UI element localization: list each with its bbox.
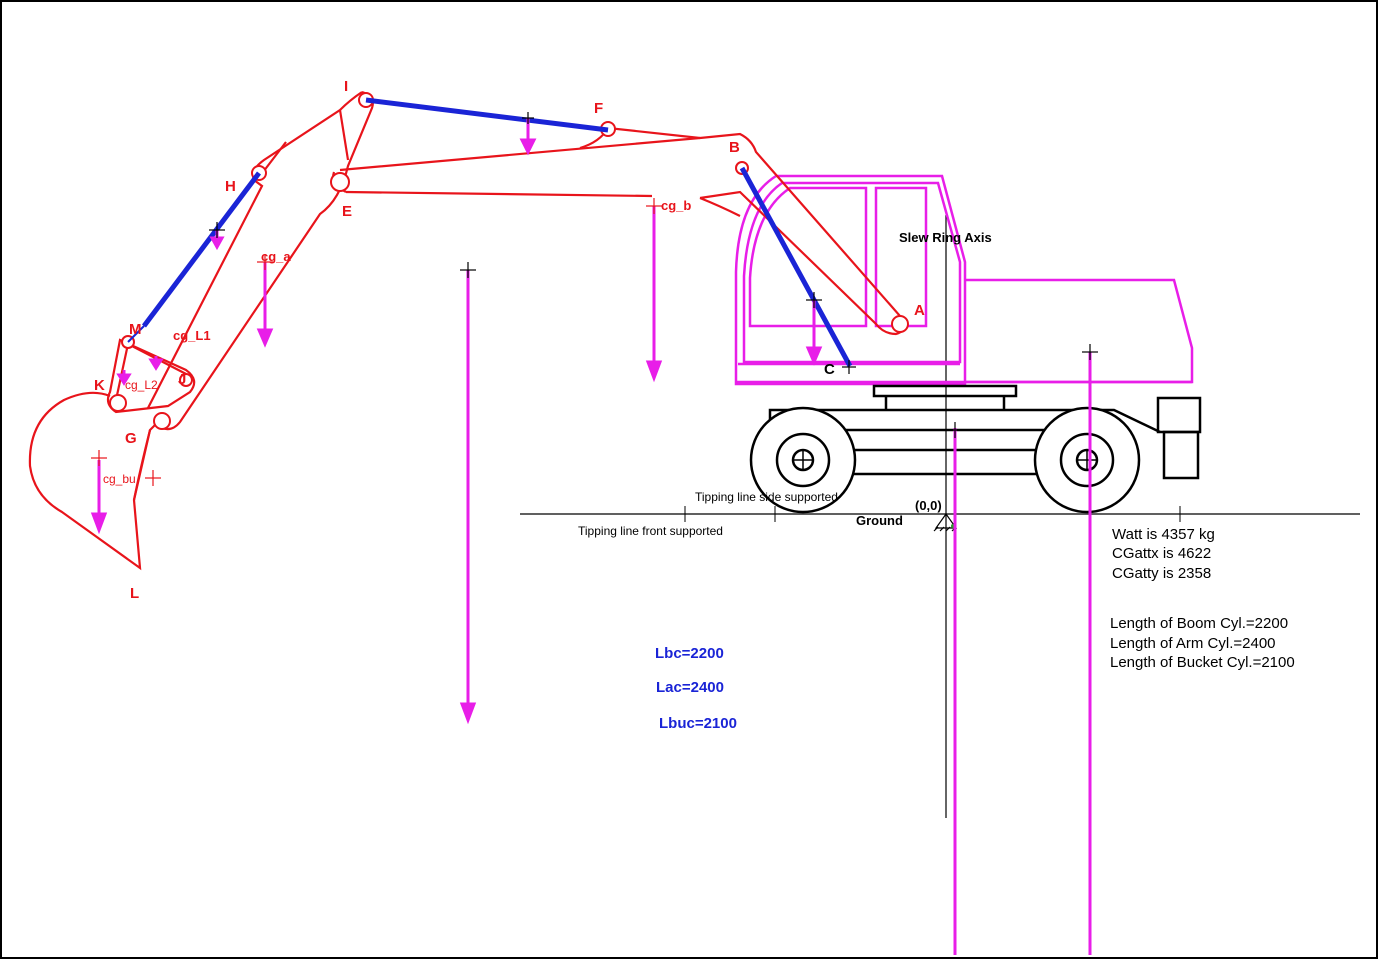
cg-label-l1: cg_L1 — [173, 328, 211, 343]
cylinders — [142, 97, 853, 368]
cg-label-b: cg_b — [661, 198, 691, 213]
cgatty-readout: CGatty is 2358 — [1112, 565, 1212, 582]
cg-label-bu: cg_bu — [103, 472, 136, 486]
joint-label-m: M — [129, 321, 142, 338]
joint-label-e: E — [342, 203, 352, 220]
bucket-cylinder — [142, 171, 261, 328]
joint-label-b: B — [729, 139, 740, 156]
origin-support-icon — [933, 513, 958, 532]
boom-cylinder-length-readout: Length of Boom Cyl.=2200 — [1110, 615, 1289, 632]
arm-cylinder — [365, 97, 609, 133]
joint-label-h: H — [225, 178, 236, 195]
cg-markers — [209, 112, 1098, 438]
slew-ring-axis-label: Slew Ring Axis — [899, 230, 992, 245]
tipping-line-front-label: Tipping line front supported — [578, 524, 723, 538]
arm-cylinder-length-readout: Length of Arm Cyl.=2400 — [1110, 635, 1276, 652]
joint-label-k: K — [94, 377, 105, 394]
load-arrows — [90, 118, 1092, 955]
tipping-line-side-label: Tipping line side supported — [695, 490, 838, 504]
lbuc-value: Lbuc=2100 — [659, 715, 737, 732]
ground-label: Ground — [856, 513, 903, 528]
cg-markers-red — [91, 198, 662, 486]
cgattx-readout: CGattx is 4622 — [1112, 545, 1212, 562]
boom-cylinder — [739, 166, 853, 368]
joint-label-f: F — [594, 100, 603, 117]
wheel-front — [749, 406, 857, 514]
cg-label-l2: cg_L2 — [125, 378, 158, 392]
joint-label-g: G — [125, 430, 137, 447]
wheel-rear — [1033, 406, 1141, 514]
joint-label-i: I — [344, 78, 348, 95]
joint-label-c: C — [824, 361, 835, 378]
lac-value: Lac=2400 — [656, 679, 724, 696]
lbc-value: Lbc=2200 — [655, 645, 724, 662]
joint-label-a: A — [914, 302, 925, 319]
bucket — [28, 391, 161, 571]
bucket-cylinder-length-readout: Length of Bucket Cyl.=2100 — [1110, 654, 1295, 671]
origin-label: (0,0) — [915, 498, 942, 513]
pin-joints — [109, 92, 909, 430]
cg-label-a: cg_a — [261, 249, 291, 264]
joint-label-j: J — [178, 371, 186, 388]
watt-readout: Watt is 4357 kg — [1112, 526, 1215, 543]
bucket-cylinder-link — [127, 325, 145, 343]
joint-label-l: L — [130, 585, 139, 602]
